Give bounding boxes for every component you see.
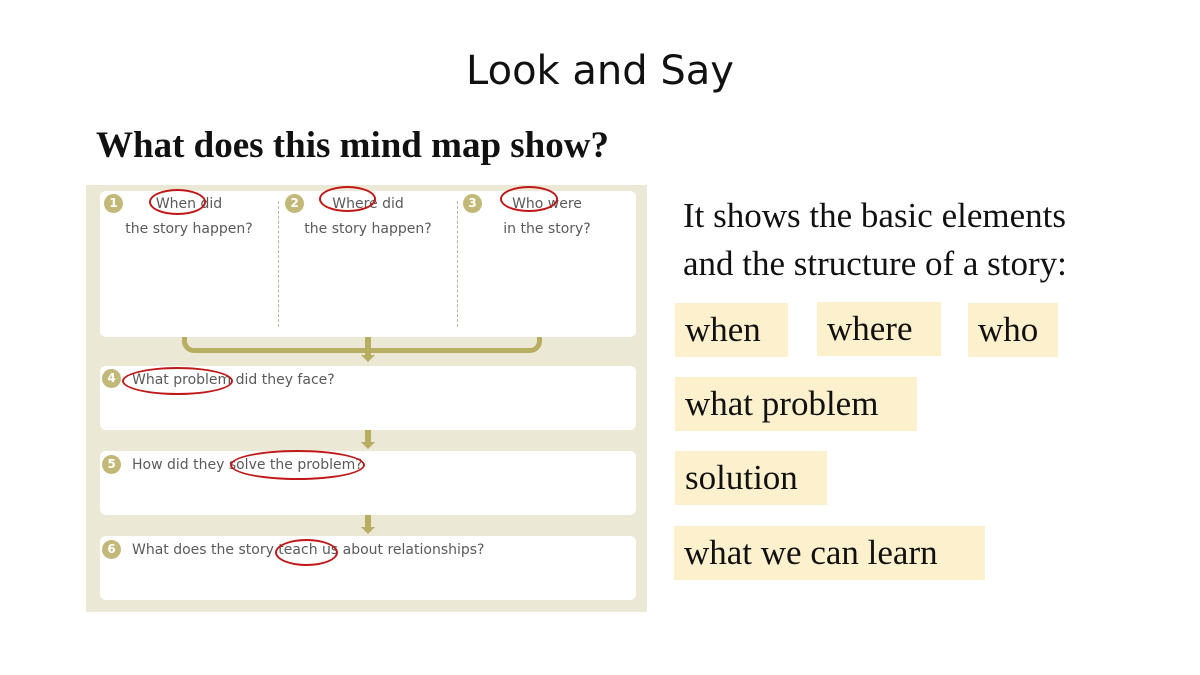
box-6-card [100, 536, 636, 600]
arrow-down-icon [361, 442, 375, 449]
arrow-down-icon [361, 527, 375, 534]
keyword-who: who [968, 303, 1058, 357]
mind-map-image: 1 When did the story happen? 2 Where did… [86, 185, 647, 612]
arrow-stem [365, 430, 371, 442]
box-number-1: 1 [104, 194, 123, 213]
answer-line-1: It shows the basic elements [683, 196, 1066, 235]
box-2-line2: the story happen? [304, 221, 432, 237]
arrow-down-icon [361, 355, 375, 362]
keyword-what-problem: what problem [675, 377, 917, 431]
column-divider [278, 201, 279, 327]
highlight-circle-where [319, 186, 376, 212]
keyword-when: when [675, 303, 788, 357]
keyword-where: where [817, 302, 941, 356]
connector-bracket [182, 337, 542, 353]
highlight-circle-solve [230, 450, 365, 480]
arrow-stem [365, 515, 371, 527]
highlight-circle-who [500, 186, 558, 212]
box-3-line2: in the story? [503, 221, 591, 237]
question-heading: What does this mind map show? [96, 125, 609, 166]
keyword-solution: solution [675, 451, 827, 505]
highlight-circle-when [149, 189, 206, 215]
box-1-line2: the story happen? [125, 221, 253, 237]
keyword-what-we-can-learn: what we can learn [674, 526, 985, 580]
box-5-card [100, 451, 636, 515]
box-number-4: 4 [102, 369, 121, 388]
slide-title: Look and Say [466, 48, 734, 94]
box-number-6: 6 [102, 540, 121, 559]
highlight-circle-teach-us [275, 539, 338, 566]
answer-line-2: and the structure of a story: [683, 244, 1067, 283]
column-divider [457, 201, 458, 327]
box-number-3: 3 [463, 194, 482, 213]
box-number-5: 5 [102, 455, 121, 474]
arrow-stem [365, 337, 371, 355]
highlight-circle-what-problem [122, 367, 233, 395]
mind-map-top-card [100, 191, 636, 337]
box-number-2: 2 [285, 194, 304, 213]
